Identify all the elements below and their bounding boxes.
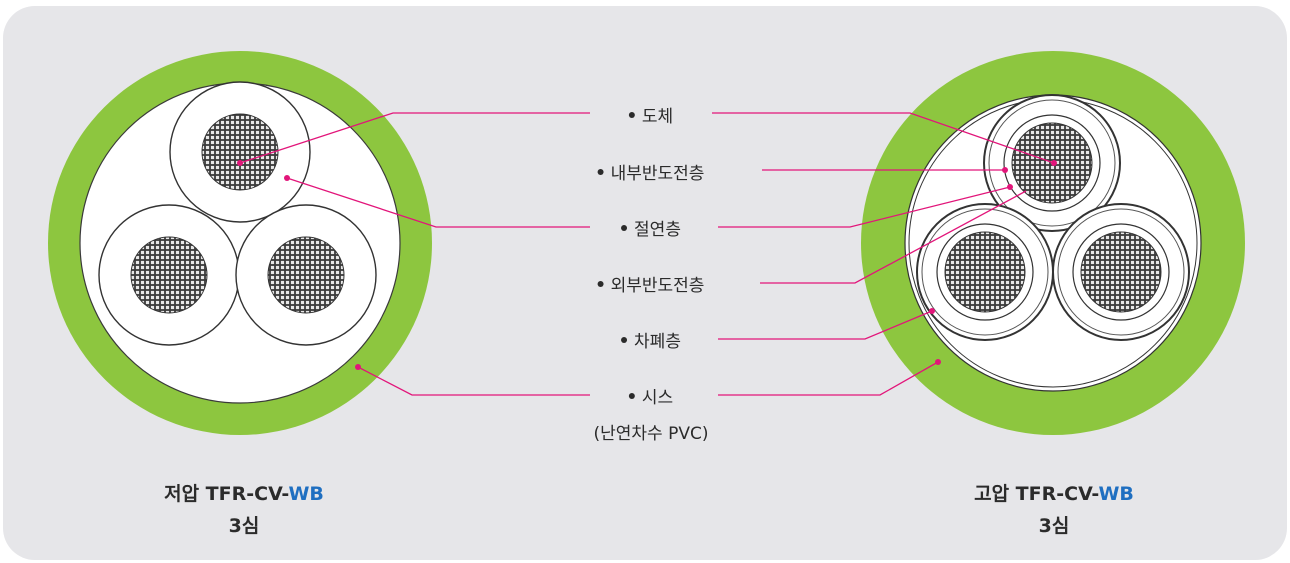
bullet-icon <box>597 281 604 287</box>
label-sheath: 시스 <box>628 388 673 408</box>
label-sheath-sub: (난연차수 PVC) <box>593 424 709 444</box>
label-shield: 차폐층 <box>621 332 681 352</box>
caption-high-voltage: 고압 TFR-CV-WB 3심 <box>974 483 1134 537</box>
right-core-left <box>916 203 1054 341</box>
leader-right-shield <box>718 310 933 340</box>
bullet-icon <box>628 393 635 399</box>
low-voltage-cable <box>48 51 432 435</box>
label-conductor: 도체 <box>628 107 673 127</box>
label-outer-semicon: 외부반도전층 <box>597 276 704 296</box>
left-core-left-conductor <box>130 236 208 314</box>
leader-right-outer-semicon <box>760 190 1027 284</box>
left-core-right-conductor <box>267 236 345 314</box>
leader-points <box>237 160 1057 370</box>
leader-left-insulation <box>286 177 590 228</box>
label-inner-semicon: 내부반도전층 <box>597 164 704 184</box>
leader-lines <box>239 112 1055 396</box>
bullet-icon <box>621 225 628 231</box>
bullet-icon <box>628 112 635 118</box>
high-voltage-cable <box>861 51 1245 435</box>
label-insulation: 절연층 <box>621 220 681 240</box>
leader-left-conductor <box>239 112 590 164</box>
leader-right-conductor <box>712 112 1055 164</box>
leader-right-sheath <box>718 361 939 396</box>
leader-right-insulation <box>718 186 1011 228</box>
caption-low-voltage: 저압 TFR-CV-WB 3심 <box>164 483 324 537</box>
leader-left-sheath <box>357 366 590 396</box>
left-core-top-conductor <box>201 113 279 191</box>
right-core-right <box>1052 203 1190 341</box>
bullet-icon <box>597 169 604 175</box>
bullet-icon <box>621 337 628 343</box>
